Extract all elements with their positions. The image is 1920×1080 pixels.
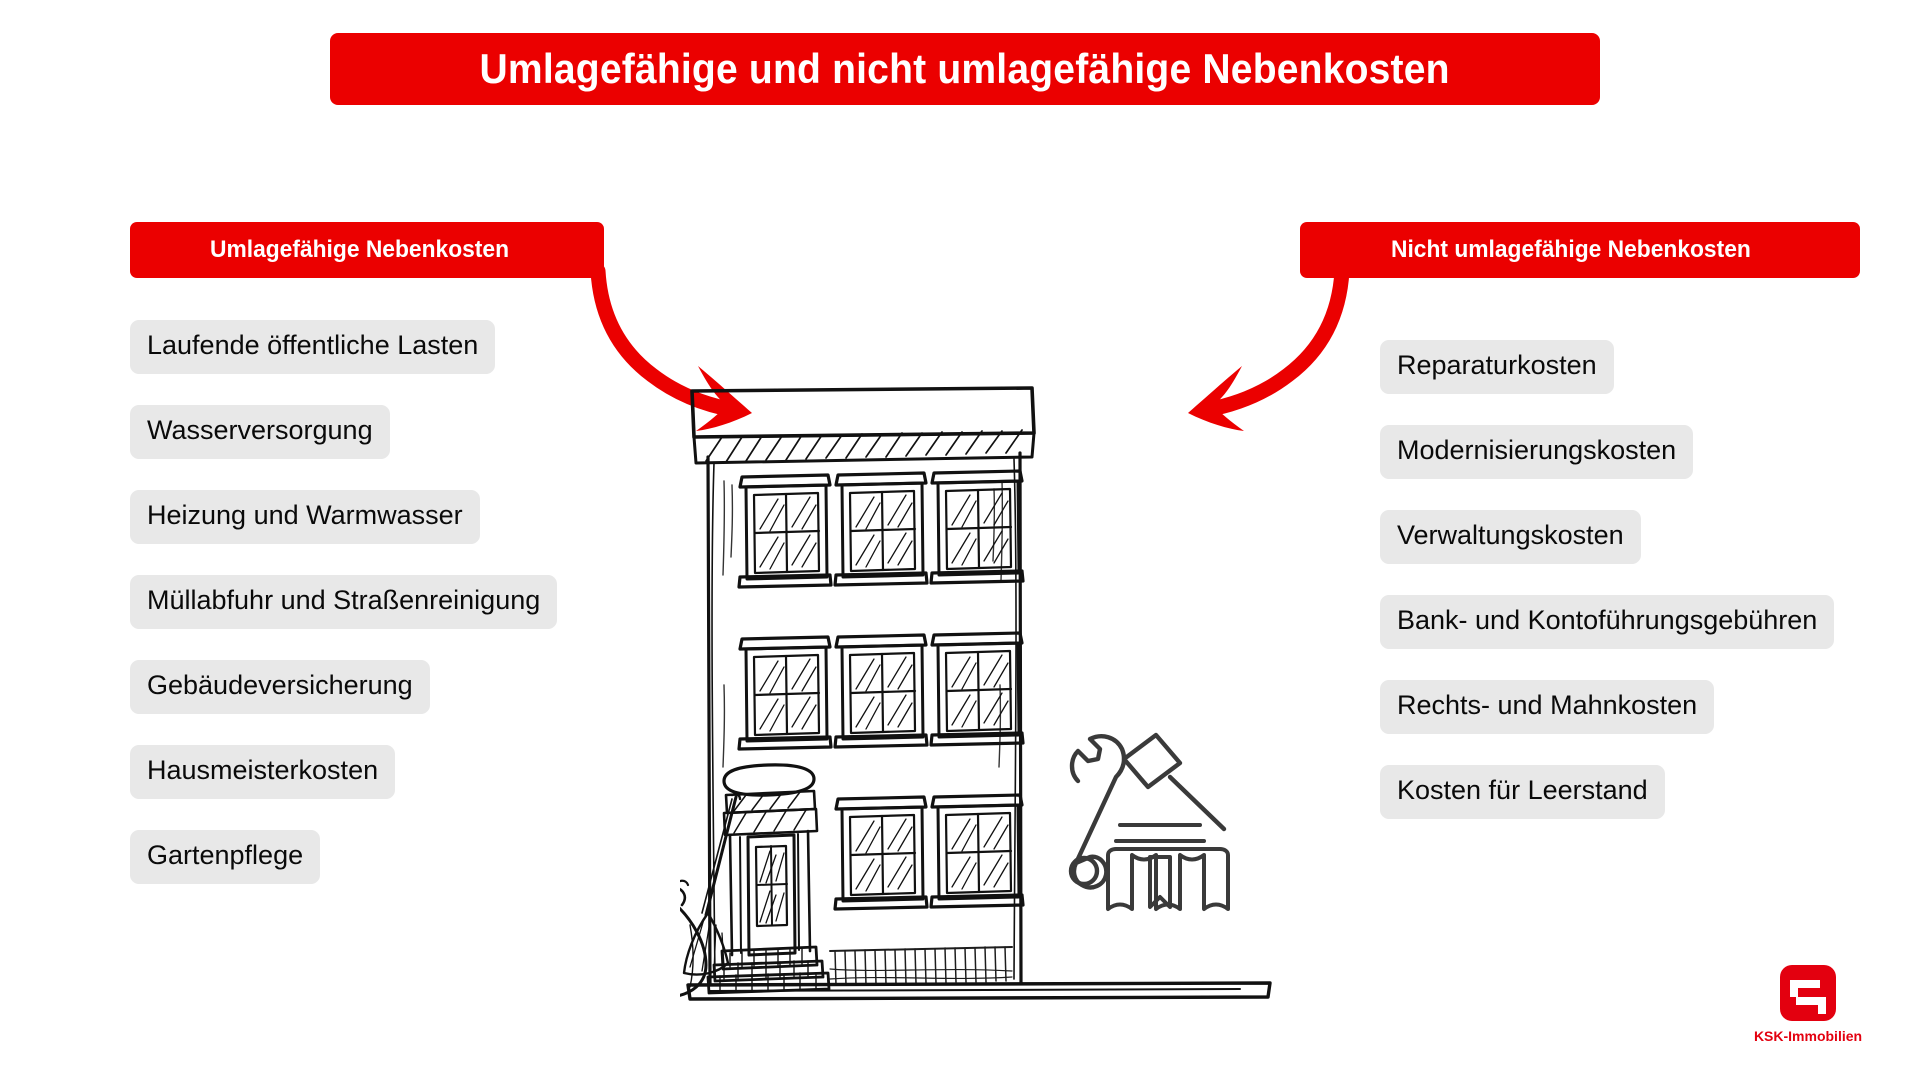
nicht-umlagefaehige-list: Reparaturkosten Modernisierungskosten Ve… — [1380, 340, 1835, 850]
list-item[interactable]: Hausmeisterkosten — [130, 745, 396, 799]
list-item[interactable]: Verwaltungskosten — [1380, 510, 1641, 564]
list-item[interactable]: Gartenpflege — [130, 830, 321, 884]
right-category-label: Nicht umlagefähige Nebenkosten — [1390, 236, 1751, 263]
list-item[interactable]: Reparaturkosten — [1380, 340, 1614, 394]
left-curved-arrow-icon — [590, 263, 752, 431]
right-curved-arrow-icon — [1188, 263, 1350, 431]
list-item[interactable]: Modernisierungskosten — [1380, 425, 1694, 479]
sparkassen-s-icon — [1780, 965, 1836, 1021]
list-item[interactable]: Gebäudeversicherung — [130, 660, 430, 714]
list-item[interactable]: Wasserversorgung — [130, 405, 390, 459]
list-item[interactable]: Kosten für Leerstand — [1380, 765, 1665, 819]
list-item[interactable]: Heizung und Warmwasser — [130, 490, 480, 544]
left-category-label: Umlagefähige Nebenkosten — [209, 236, 509, 263]
list-item[interactable]: Müllabfuhr und Straßenreinigung — [130, 575, 558, 629]
umlagefaehige-list: Laufende öffentliche Lasten Wasserversor… — [130, 320, 558, 915]
house-illustration — [680, 386, 1272, 1001]
left-category-banner: Umlagefähige Nebenkosten — [130, 222, 604, 278]
title-banner: Umlagefähige und nicht umlagefähige Nebe… — [330, 33, 1600, 105]
page-title: Umlagefähige und nicht umlagefähige Nebe… — [479, 45, 1451, 92]
list-item[interactable]: Bank- und Kontoführungsgebühren — [1380, 595, 1835, 649]
logo-label: KSK-Immobilien — [1753, 1028, 1863, 1044]
right-category-banner: Nicht umlagefähige Nebenkosten — [1300, 222, 1860, 278]
list-item[interactable]: Laufende öffentliche Lasten — [130, 320, 496, 374]
ksk-immobilien-logo: KSK-Immobilien — [1748, 965, 1868, 1044]
list-item[interactable]: Rechts- und Mahnkosten — [1380, 680, 1715, 734]
